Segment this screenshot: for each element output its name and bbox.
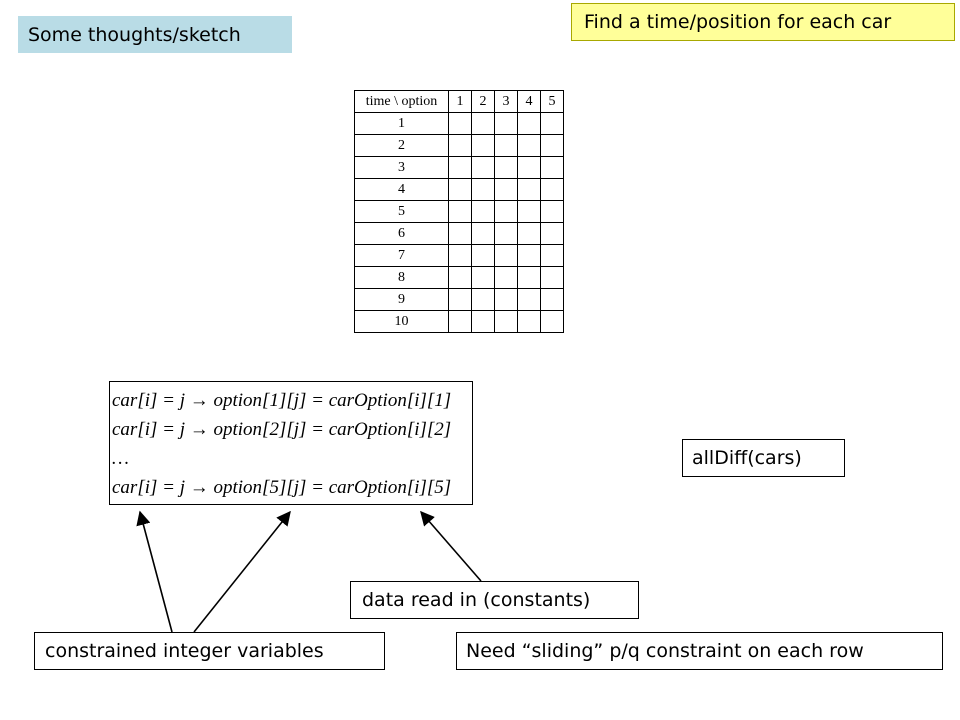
- grid-row: 10: [354, 310, 564, 333]
- formula-line: …: [112, 448, 129, 469]
- grid-row: 1: [354, 112, 564, 135]
- grid-row: 7: [354, 244, 564, 267]
- title-goal: Find a time/position for each car: [571, 3, 955, 41]
- arrow-data-to-caroption: [420, 510, 482, 582]
- grid-row: 3: [354, 156, 564, 179]
- grid-cell: [540, 310, 564, 333]
- formula-line: car[i] = j → option[1][j] = carOption[i]…: [112, 390, 452, 411]
- grid-row: 8: [354, 266, 564, 289]
- grid-row: 6: [354, 222, 564, 245]
- integer-variables-label: constrained integer variables: [34, 632, 385, 670]
- sliding-constraint-label: Need “sliding” p/q constraint on each ro…: [456, 632, 943, 670]
- grid-row: 2: [354, 134, 564, 157]
- formula-line: car[i] = j → option[2][j] = carOption[i]…: [112, 419, 452, 440]
- formula-box: car[i] = j → option[1][j] = carOption[i]…: [109, 381, 473, 505]
- alldiff-label: allDiff(cars): [682, 439, 845, 477]
- data-constants-label: data read in (constants): [350, 581, 639, 619]
- grid-row: 9: [354, 288, 564, 311]
- grid-row: 5: [354, 200, 564, 223]
- arrow-var-to-option: [193, 510, 291, 633]
- formula-line: car[i] = j → option[5][j] = carOption[i]…: [112, 477, 452, 498]
- arrow-var-to-car: [136, 510, 173, 633]
- title-sketch: Some thoughts/sketch: [18, 16, 292, 53]
